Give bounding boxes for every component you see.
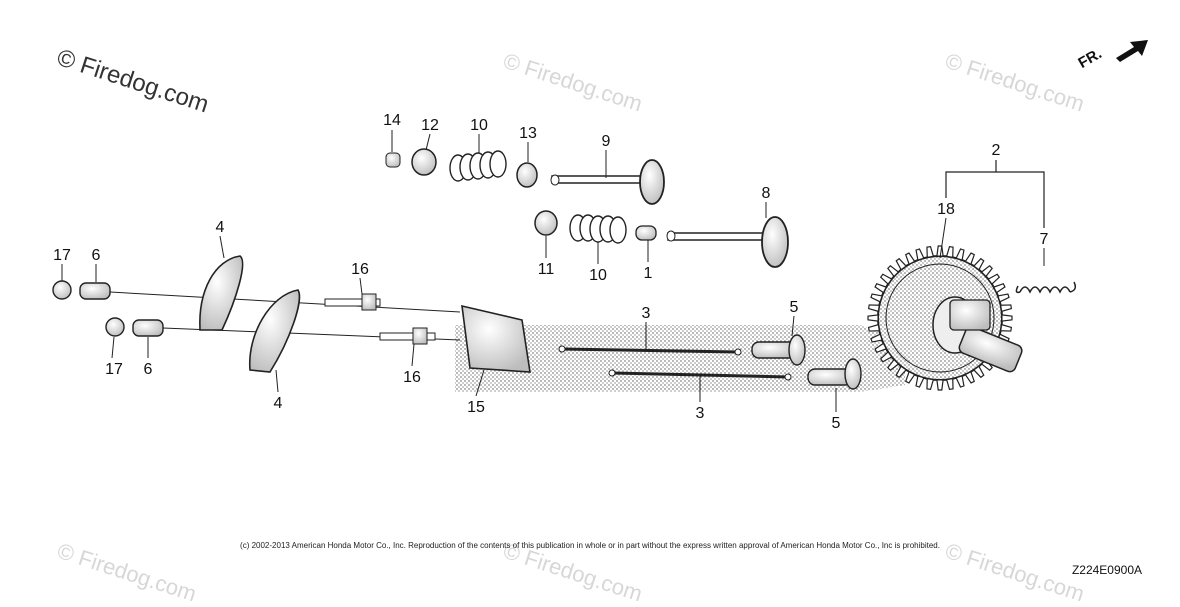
gear-tooth [1001, 314, 1013, 322]
gear-tooth [879, 273, 893, 286]
callout-9: 9 [602, 133, 611, 150]
gear-tooth [867, 314, 879, 322]
gear-tooth [904, 252, 916, 266]
callout-8: 8 [762, 185, 771, 202]
callout-1: 1 [644, 265, 653, 282]
callout-5-lower: 5 [832, 415, 841, 432]
callout-14: 14 [383, 112, 401, 129]
gear-tooth [879, 350, 893, 363]
front-direction-indicator: FR. [1075, 38, 1150, 78]
nut-part-17-upper [52, 280, 72, 300]
gear-tooth [936, 245, 944, 257]
nut-part-17-lower [105, 317, 125, 337]
diagram-code: Z224E0900A [1071, 563, 1142, 577]
gear-tooth [997, 293, 1010, 303]
gear-tooth [980, 265, 993, 278]
spring-part-7 [1015, 281, 1077, 294]
gear-tooth [972, 257, 985, 271]
gear-tooth [870, 293, 883, 303]
part-12 [411, 148, 437, 176]
camshaft-gear [867, 245, 1023, 391]
callout-15: 15 [467, 399, 485, 416]
gear-tooth [926, 377, 935, 391]
rocker-arm-part-4-upper [199, 255, 244, 331]
valve-part-8 [666, 216, 789, 268]
rocker-arm-part-4-lower [249, 289, 301, 373]
gear-tooth [987, 273, 1001, 286]
part-1 [635, 225, 657, 241]
guide-plate-part-15 [461, 304, 531, 373]
part-11 [534, 210, 558, 236]
gear-tooth [895, 365, 908, 379]
gear-tooth [972, 365, 985, 379]
push-rod-part-3-lower [608, 369, 792, 381]
gear-tooth [945, 245, 954, 259]
gear-tooth [936, 379, 944, 391]
group-bracket [945, 171, 1045, 228]
callout-17-lower: 17 [105, 361, 123, 378]
gear-tooth [955, 248, 965, 261]
tappet-part-5-upper [751, 334, 806, 366]
spring-part-10-lower [569, 214, 627, 244]
cap-part-6-lower [132, 319, 164, 337]
gear-tooth [955, 375, 965, 388]
push-rod-part-3-upper [558, 345, 742, 356]
gear-tooth [999, 304, 1013, 313]
callout-2: 2 [992, 142, 1001, 159]
callout-3-upper: 3 [642, 305, 651, 322]
part-13 [516, 162, 538, 188]
callout-12: 12 [421, 117, 439, 134]
callout-13: 13 [519, 125, 537, 142]
stud-part-16-upper [324, 293, 381, 311]
callout-10-lower: 10 [589, 267, 607, 284]
part-14 [385, 152, 401, 168]
gear-tooth [915, 375, 925, 388]
callout-11: 11 [538, 261, 555, 278]
tappet-part-5-lower [807, 358, 862, 390]
gear-tooth [945, 377, 954, 391]
callout-10-upper: 10 [470, 117, 488, 134]
cap-part-6-upper [79, 282, 111, 300]
callout-18: 18 [937, 201, 955, 218]
gear-tooth [867, 323, 881, 332]
gear-tooth [887, 265, 900, 278]
callout-16-upper: 16 [351, 261, 369, 278]
arrow-icon [1116, 40, 1148, 62]
callout-17-upper: 17 [53, 247, 71, 264]
callout-6-upper: 6 [92, 247, 101, 264]
callout-4-lower: 4 [274, 395, 283, 412]
gear-tooth [926, 245, 935, 259]
callout-4-upper: 4 [216, 219, 225, 236]
gear-tooth [895, 257, 908, 271]
front-label: FR. [1075, 45, 1105, 72]
stud-part-16-lower [379, 327, 436, 345]
gear-tooth [992, 282, 1006, 294]
gear-tooth [874, 282, 888, 294]
gear-tooth [964, 252, 976, 266]
callout-16-lower: 16 [403, 369, 421, 386]
gear-tooth [867, 304, 881, 313]
callout-7: 7 [1040, 231, 1049, 248]
gear-tooth [870, 333, 883, 343]
copyright-notice: (c) 2002-2013 American Honda Motor Co., … [240, 541, 940, 550]
leader-lines [61, 130, 1045, 412]
gear-tooth [874, 342, 888, 354]
callout-6-lower: 6 [144, 361, 153, 378]
gear-tooth [904, 370, 916, 384]
gear-tooth [915, 248, 925, 261]
gear-tooth [887, 358, 900, 371]
callout-3-lower: 3 [696, 405, 705, 422]
callout-5-upper: 5 [790, 299, 799, 316]
spring-part-10-upper [449, 150, 507, 182]
valve-part-9 [550, 159, 665, 205]
gear-tooth [964, 370, 976, 384]
gear-tooth [999, 323, 1013, 332]
exploded-view-drawing: 14 12 10 13 9 8 11 10 1 2 18 7 17 6 4 16… [52, 112, 1077, 432]
parts-diagram: © Firedog.com © Firedog.com © Firedog.co… [52, 38, 1150, 606]
